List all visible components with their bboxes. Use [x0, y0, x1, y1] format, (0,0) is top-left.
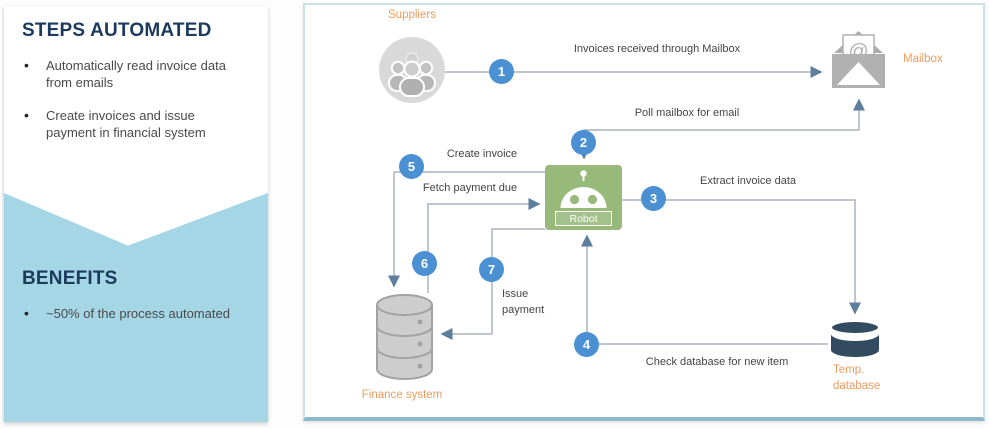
suppliers-label: Suppliers: [388, 9, 436, 21]
finance-system-label: Finance system: [361, 389, 443, 401]
process-diagram-panel: 1 2 3 4 5 6 7 Invoices received through …: [303, 3, 985, 421]
flow-label-create-invoice: Create invoice: [446, 148, 518, 160]
temp-database-label: Temp. database: [833, 363, 880, 394]
edge-tempdb-to-robot: [581, 234, 828, 345]
list-item: Automatically read invoice data from ema…: [22, 57, 247, 91]
steps-automated-title: STEPS AUTOMATED: [22, 20, 212, 41]
step-badge-7: 7: [479, 257, 504, 282]
step-badge-5: 5: [399, 154, 424, 179]
finance-database-icon: [374, 292, 435, 387]
step-badge-1: 1: [489, 59, 514, 84]
suppliers-group-icon: [379, 37, 445, 108]
flow-label-invoices-received: Invoices received through Mailbox: [573, 43, 741, 55]
step-badge-6: 6: [412, 251, 437, 276]
flow-label-issue-payment: Issue payment: [502, 288, 545, 316]
step-badge-3: 3: [641, 186, 666, 211]
list-item: Create invoices and issue payment in fin…: [22, 107, 247, 141]
temp-database-icon: [830, 320, 880, 363]
robot-icon: Robot: [545, 165, 622, 230]
steps-automated-list: Automatically read invoice data from ema…: [22, 57, 247, 159]
temp-database-label-line1: Temp.: [833, 364, 865, 376]
benefits-title: BENEFITS: [22, 268, 118, 289]
list-item: ~50% of the process automated: [22, 305, 247, 323]
flow-label-extract-invoice: Extract invoice data: [700, 175, 796, 187]
temp-database-label-line2: database: [833, 379, 881, 392]
benefits-list: ~50% of the process automated: [22, 305, 247, 340]
flow-label-check-database: Check database for new item: [645, 356, 789, 368]
robot-name-plate: Robot: [555, 211, 612, 226]
diagram-canvas: 1 2 3 4 5 6 7 Invoices received through …: [305, 5, 983, 417]
flow-label-poll-mailbox: Poll mailbox for email: [634, 107, 740, 119]
mailbox-label: Mailbox: [903, 53, 943, 65]
mailbox-icon: @: [830, 30, 887, 95]
flow-label-fetch-payment: Fetch payment due: [422, 182, 518, 194]
edge-robot-to-tempdb: [622, 199, 861, 315]
step-badge-4: 4: [574, 332, 599, 357]
step-badge-2: 2: [571, 130, 596, 155]
summary-panel: STEPS AUTOMATED Automatically read invoi…: [4, 6, 268, 422]
